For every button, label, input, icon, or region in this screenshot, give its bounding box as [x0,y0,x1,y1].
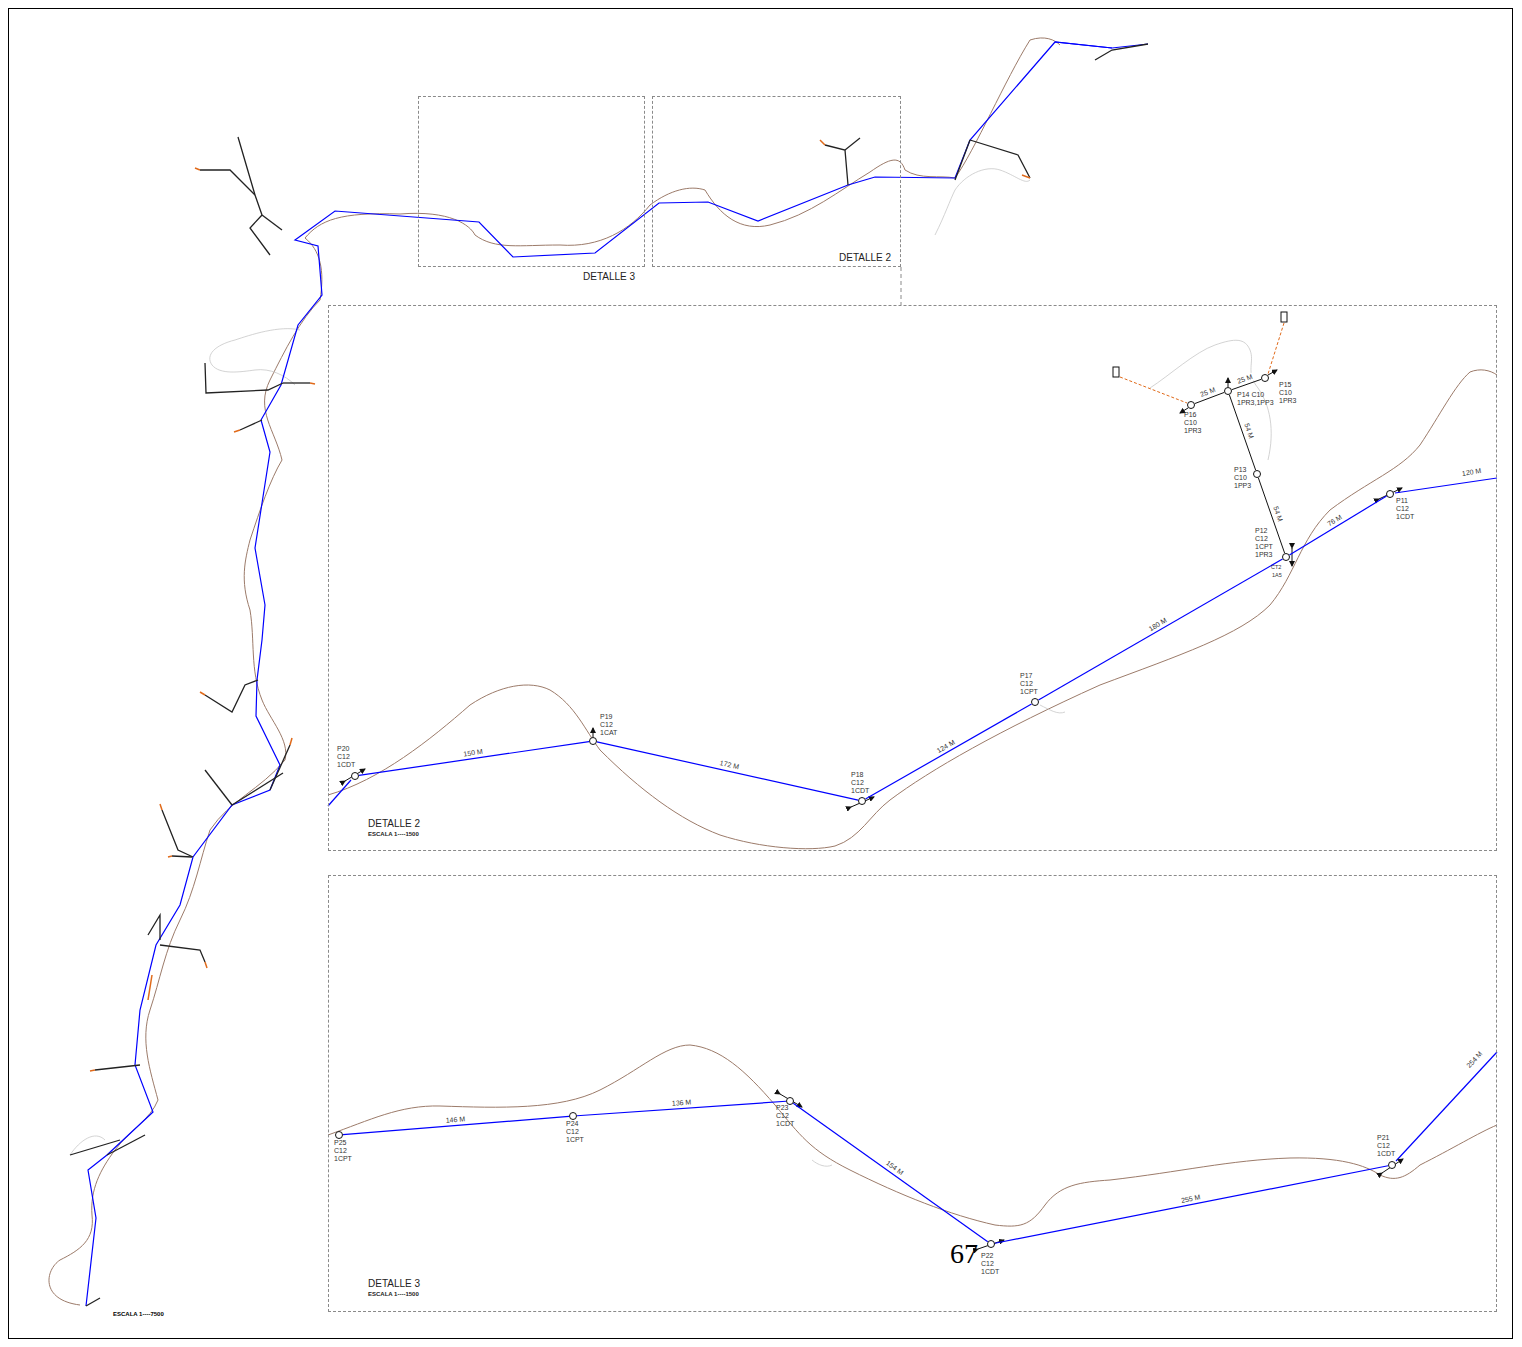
span-line [597,742,858,800]
pole-marker: P25 C12 1CPT [335,1131,343,1139]
pole-label: P11 C12 1CDT [1396,497,1414,521]
map-label: 120 M [1461,467,1481,478]
scale-note: ESCALA 1----1500 [368,831,419,838]
detail-title: DETALLE 2 [368,818,420,829]
detail-frame: DETALLE 3 [418,96,645,267]
pole-marker: P14 C10 1PR3,1PP3 [1224,387,1232,395]
pole-label: P16 C10 1PR3 [1184,411,1202,435]
pole-marker: P19 C12 1CAT [589,737,597,745]
sheet-border [8,8,1513,1339]
pole-label: P24 C12 1CPT [566,1120,584,1144]
pole-marker: P15 C10 1PR3 [1261,374,1269,382]
detail-title: DETALLE 3 [583,271,635,282]
pole-marker: P21 C12 1CDT [1388,1161,1396,1169]
pole-marker: P18 C12 1CDT [858,797,866,805]
scale-note: ESCALA 1----1500 [368,1291,419,1298]
pole-marker: P13 C10 1PP3 [1253,470,1261,478]
span-length: 136 M [670,1098,692,1107]
pole-label: P25 C12 1CPT [334,1139,352,1163]
pole-label: P13 C10 1PP3 [1234,466,1251,490]
span-line [1038,559,1282,700]
pole-label: P18 C12 1CDT [851,771,869,795]
pole-label: P19 C12 1CAT [600,713,617,737]
span-length: 124 M [934,737,957,755]
span-line [1289,496,1386,555]
span-length: 54 M [1270,504,1283,523]
map-label: 67 [950,1240,978,1268]
span-line [865,704,1031,799]
span-length: 25 M [1235,372,1254,385]
pole-marker: P24 C12 1CPT [569,1112,577,1120]
map-label: CT2 [1271,564,1281,570]
pole-label: P21 C12 1CDT [1377,1134,1395,1158]
pole-label: P22 C12 1CDT [981,1252,999,1276]
map-label: 1A5 [1272,572,1282,578]
detail-frame: DETALLE 2 [652,96,901,267]
span-line [359,742,589,776]
pole-marker: P17 C12 1CPT [1031,698,1039,706]
span-length: 180 M [1146,615,1169,633]
map-label: ESCALA 1----7500 [113,1311,164,1318]
pole-label: P14 C10 1PR3,1PP3 [1237,391,1274,407]
span-line [995,1166,1388,1243]
detail-title: DETALLE 3 [368,1278,420,1289]
span-length: 146 M [444,1115,466,1125]
pole-label: P23 C12 1CDT [776,1104,794,1128]
pole-marker: P11 C12 1CDT [1386,490,1394,498]
span-line [1229,395,1255,470]
pole-label: P15 C10 1PR3 [1279,381,1297,405]
span-length: 25 M [1198,386,1217,400]
map-label: 254 M [1465,1050,1484,1069]
pole-marker: P20 C12 1CDT [351,772,359,780]
detail-panel: DETALLE 2 ESCALA 1----1500 P20 C12 1CDT P19… [328,305,1497,851]
pole-marker: P16 C10 1PR3 [1187,401,1195,409]
detail-title: DETALLE 2 [839,252,891,263]
pole-label: P20 C12 1CDT [337,745,355,769]
span-length: 150 M [462,747,484,758]
span-length: 54 M [1241,421,1254,440]
pole-label: P17 C12 1CPT [1020,672,1038,696]
pole-marker: P12 C12 1CPT 1PR3 [1282,553,1290,561]
detail-panel: DETALLE 3 ESCALA 1----1500 P25 C12 1CPT P24… [328,875,1497,1312]
span-line [793,1103,987,1241]
span-length: 76 M [1325,512,1344,528]
pole-label: P12 C12 1CPT 1PR3 [1255,527,1273,559]
pole-marker: P23 C12 1CDT [786,1097,794,1105]
pole-marker: P22 C12 1CDT [987,1240,995,1248]
